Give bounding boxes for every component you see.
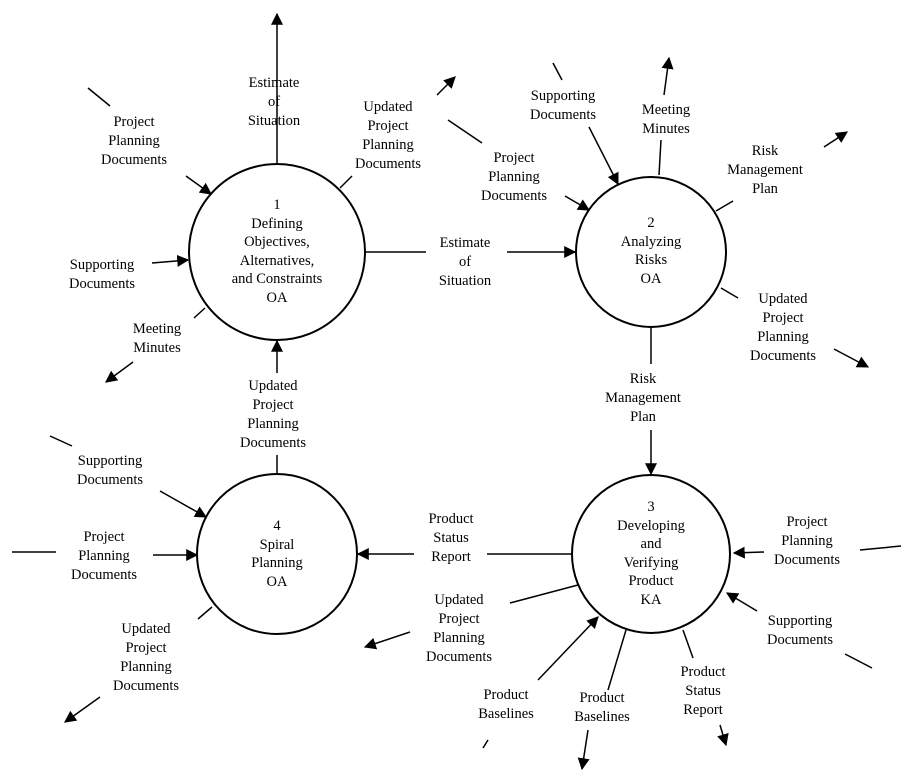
node-text-line: OA — [266, 289, 288, 306]
node-label-3: 3 Developing and Verifying Product KA — [617, 498, 685, 609]
node-text-line: Alternatives, — [239, 252, 315, 269]
node-text-line: Objectives, — [244, 234, 310, 250]
flow-label-updated-project-planning-documents: Updated Project Planning Documents — [354, 99, 422, 172]
node-text-line: Product — [628, 573, 674, 589]
flow-label-updated-project-planning-documents: Updated Project Planning Documents — [239, 378, 307, 451]
flow-n3-baselines-in-a — [482, 739, 489, 749]
flow-n3-supporting-in-a — [844, 653, 873, 669]
flow-n4-updated-out-b — [64, 696, 101, 723]
flow-n2-rmp-out-a — [715, 200, 734, 212]
flow-n2-updated-out-a — [720, 287, 739, 299]
flow-n1-supporting-in — [151, 254, 190, 267]
flow-n3-baselines-out-b — [577, 729, 590, 771]
node-number: 3 — [647, 499, 655, 515]
flow-n1-ppd-in-a — [87, 87, 111, 107]
node-text-line: Verifying — [623, 554, 679, 571]
flow-n1-updated-out-a — [339, 175, 353, 189]
node-text-line: and Constraints — [231, 271, 323, 287]
flow-n3-updated-out-a — [509, 584, 579, 604]
flow-n3-supporting-in-b — [725, 592, 758, 612]
flow-label-estimate-of-situation: Estimate of Situation — [438, 235, 492, 289]
node-text-line: OA — [640, 270, 662, 287]
flow-label-project-planning-documents: Project Planning Documents — [773, 514, 841, 568]
flow-label-supporting-documents: Supporting Documents — [529, 88, 597, 123]
flow-n3-ppd-in-a — [859, 545, 902, 551]
flow-n4-updated-out-a — [197, 606, 213, 620]
flow-label-risk-management-plan: Risk Management Plan — [727, 143, 803, 197]
flow-n1-updated-out-b — [436, 76, 456, 96]
node-text-line: Defining — [251, 215, 303, 232]
node-number: 1 — [273, 197, 281, 213]
flow-label-product-status-report: Product Status Report — [680, 664, 726, 718]
flow-label-supporting-documents: Supporting Documents — [68, 257, 136, 292]
flow-label-product-baselines: Product Baselines — [574, 690, 630, 725]
node-text-line: Risks — [634, 252, 668, 268]
flow-n2-ppd-in-b — [564, 195, 591, 211]
flow-n3-updated-out-b — [363, 631, 411, 650]
node-label-2: 2 Analyzing Risks OA — [621, 214, 681, 288]
flow-label-meeting-minutes: Meeting Minutes — [132, 321, 182, 356]
flow-n2-supporting-in-b — [588, 126, 619, 186]
node-text-line: Spiral — [259, 536, 295, 553]
flow-label-updated-project-planning-documents: Updated Project Planning Documents — [425, 592, 493, 665]
flow-n3-status-out-a — [682, 629, 694, 659]
node-text-line: Planning — [251, 555, 303, 571]
flow-label-project-planning-documents: Project Planning Documents — [70, 529, 138, 583]
flow-n2-minutes-out-b — [661, 56, 674, 96]
flow-n3-baselines-in-b — [537, 616, 599, 681]
node-text-line: Developing — [617, 517, 685, 534]
flow-label-product-status-report: Product Status Report — [428, 511, 474, 565]
flow-n2-updated-out-b — [833, 348, 870, 368]
flow-label-supporting-documents: Supporting Documents — [766, 613, 834, 648]
flow-n1-minutes-out-a — [193, 307, 206, 319]
node-text-line: Analyzing — [620, 233, 682, 250]
flow-label-project-planning-documents: Project Planning Documents — [100, 114, 168, 168]
node-text-line: and — [640, 536, 662, 552]
flow-n2-ppd-in-a — [447, 119, 483, 144]
flow-label-updated-project-planning-documents: Updated Project Planning Documents — [749, 291, 817, 364]
node-label-1: 1 Defining Objectives, Alternatives, and… — [232, 196, 323, 307]
flow-n1-minutes-out-b — [105, 361, 134, 383]
flow-n2-minutes-out-a — [658, 139, 662, 176]
flow-label-meeting-minutes: Meeting Minutes — [641, 102, 691, 137]
flow-label-product-baselines: Product Baselines — [478, 687, 534, 722]
node-text-line: KA — [640, 591, 662, 608]
flow-label-project-planning-documents: Project Planning Documents — [480, 150, 548, 204]
flow-n4-supporting-in-b — [159, 490, 208, 518]
flow-label-risk-management-plan: Risk Management Plan — [605, 371, 681, 425]
node-number: 2 — [647, 215, 655, 231]
flow-n3-baselines-out-a — [607, 629, 627, 691]
flow-label-supporting-documents: Supporting Documents — [76, 453, 144, 488]
flow-n3-status-out-b — [717, 724, 729, 747]
node-number: 4 — [273, 518, 281, 534]
node-label-4: 4 Spiral Planning OA — [251, 517, 303, 591]
flow-n4-supporting-in-a — [49, 435, 73, 447]
flow-label-estimate-of-situation: Estimate of Situation — [247, 75, 301, 129]
flow-label-updated-project-planning-documents: Updated Project Planning Documents — [112, 621, 180, 694]
node-text-line: OA — [266, 573, 288, 590]
flow-n2-supporting-in-a — [552, 62, 563, 81]
flow-n3-ppd-in-b — [732, 546, 765, 559]
flow-n2-rmp-out-b — [823, 131, 849, 148]
flow-n1-ppd-in-b — [185, 175, 212, 195]
